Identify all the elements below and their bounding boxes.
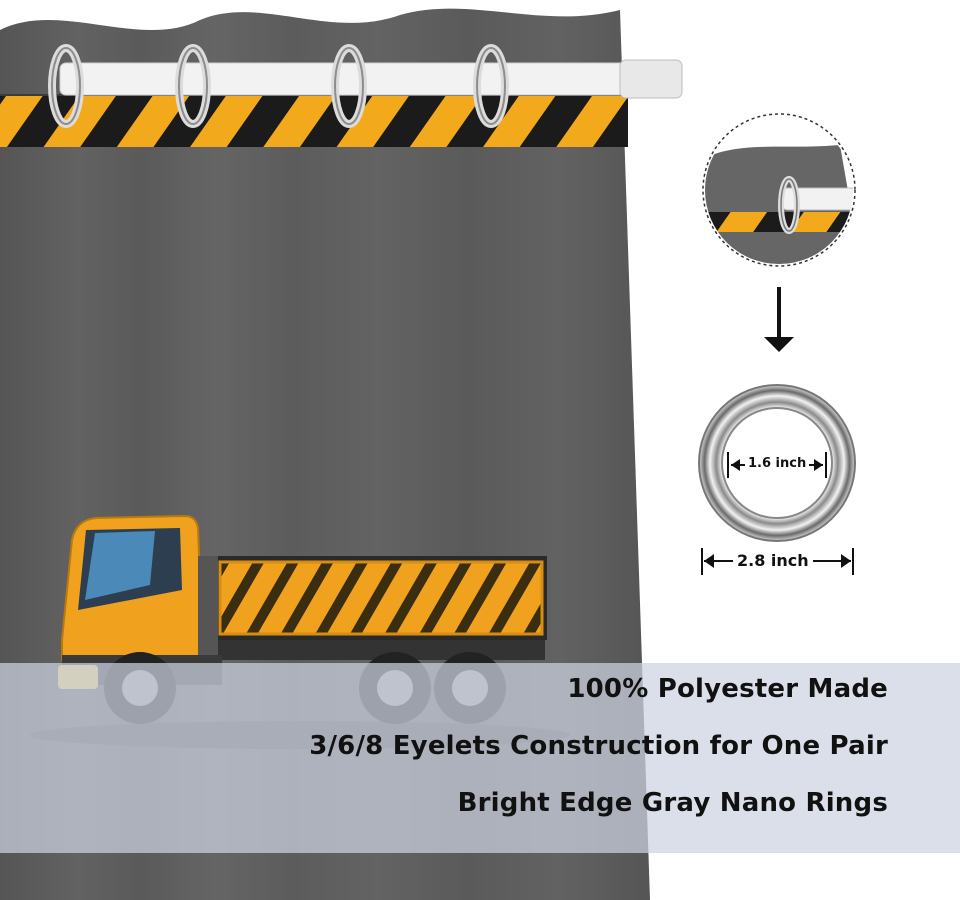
- down-arrow-icon: [764, 287, 794, 352]
- specs-band: [0, 663, 960, 853]
- inner-diameter-label: 1.6 inch: [745, 456, 810, 471]
- outer-diameter-label: 2.8 inch: [733, 551, 813, 570]
- hazard-stripe: [0, 95, 628, 147]
- grommet: [48, 44, 84, 128]
- spec-rings: Bright Edge Gray Nano Rings: [457, 788, 888, 818]
- grommet: [331, 44, 367, 128]
- spec-eyelets: 3/6/8 Eyelets Construction for One Pair: [309, 731, 888, 761]
- grommet-detail: [702, 113, 856, 267]
- spec-material: 100% Polyester Made: [567, 674, 888, 704]
- grommet: [175, 44, 211, 128]
- curtain-rod: [48, 44, 683, 128]
- grommet: [473, 44, 509, 128]
